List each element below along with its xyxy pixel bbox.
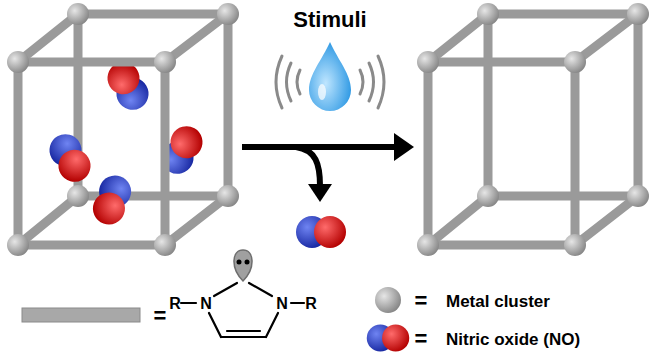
- sound-waves: [369, 63, 374, 101]
- lone-pair: [234, 250, 252, 281]
- loaded-framework: [18, 14, 78, 62]
- loaded-framework: [78, 10, 228, 19]
- nhc-structure: [291, 302, 304, 304]
- no-sample: [367, 324, 410, 351]
- equals-sign: =: [415, 328, 428, 350]
- reaction-arrow: [394, 133, 414, 161]
- empty-framework: [634, 14, 643, 196]
- legend-text: Nitric oxide (NO): [446, 331, 580, 348]
- loaded-framework: [18, 14, 228, 245]
- metal-clusters: [477, 185, 499, 207]
- metal-clusters: [67, 185, 89, 207]
- atom-label: N: [200, 296, 212, 312]
- metal-clusters: [7, 234, 29, 256]
- empty-framework: [484, 14, 493, 196]
- reaction-arrow: [308, 184, 332, 202]
- empty-framework: [428, 58, 575, 67]
- reaction-arrow: [242, 144, 396, 150]
- sound-waves: [276, 56, 384, 108]
- metal-clusters: [417, 3, 649, 256]
- empty-framework: [428, 14, 638, 245]
- metal-clusters: [564, 51, 586, 73]
- nhc-structure: [266, 313, 278, 337]
- empty-framework: [428, 241, 575, 250]
- metal-clusters: [627, 3, 649, 25]
- no-molecules: [44, 128, 97, 187]
- ligand-bar: [22, 308, 140, 322]
- metal-clusters: [154, 51, 176, 73]
- metal-clusters: [154, 234, 176, 256]
- nhc-structure: [221, 336, 266, 338]
- reaction-arrow: [242, 133, 414, 202]
- metal-clusters: [217, 185, 239, 207]
- loaded-framework: [224, 14, 233, 196]
- atom-label: R: [305, 296, 317, 312]
- released-no: [296, 216, 346, 248]
- equals-sign: =: [154, 305, 167, 327]
- equals-sign: =: [415, 290, 428, 312]
- sound-waves: [378, 56, 384, 108]
- loaded-framework-front: [161, 62, 170, 245]
- nhc-structure: [181, 283, 304, 337]
- lone-pair: [237, 260, 242, 265]
- nhc-structure: [209, 313, 221, 337]
- metal-clusters: [417, 234, 439, 256]
- sound-waves: [297, 70, 300, 94]
- empty-framework: [428, 196, 488, 245]
- empty-framework: [428, 14, 488, 62]
- metal-clusters: [7, 51, 29, 73]
- loaded-framework-front: [18, 62, 165, 245]
- stimulus-label: Stimuli: [293, 9, 366, 31]
- empty-framework: [571, 62, 580, 245]
- nhc-structure: [249, 283, 272, 296]
- ligand-bar: [22, 308, 140, 322]
- metal-cluster-sample: [375, 287, 401, 313]
- no-molecules: [44, 56, 209, 229]
- metal-clusters: [627, 185, 649, 207]
- nhc-structure: [181, 302, 196, 304]
- sound-waves: [276, 56, 282, 108]
- empty-framework: [575, 196, 638, 245]
- nhc-structure: [214, 283, 237, 296]
- atom-label: N: [276, 296, 288, 312]
- reaction-arrow: [296, 147, 320, 186]
- loaded-framework: [165, 14, 228, 62]
- loaded-framework-front: [18, 58, 165, 67]
- loaded-framework-front: [18, 241, 165, 250]
- metal-clusters: [477, 3, 499, 25]
- sound-waves: [360, 70, 363, 94]
- water-drop: [309, 42, 351, 111]
- loaded-framework: [18, 196, 78, 245]
- empty-framework: [575, 14, 638, 62]
- metal-clusters: [564, 234, 586, 256]
- empty-framework: [488, 10, 638, 19]
- sound-waves: [287, 63, 292, 101]
- nhc-structure: [227, 330, 260, 332]
- empty-framework: [488, 192, 638, 201]
- atom-label: R: [169, 296, 181, 312]
- loaded-framework-front: [14, 62, 23, 245]
- released-no: [296, 216, 346, 248]
- no-molecules: [88, 171, 135, 229]
- metal-clusters: [7, 3, 239, 256]
- lone-pair: [234, 250, 252, 281]
- legend-text: Metal cluster: [446, 293, 550, 310]
- water-drop: [309, 42, 351, 111]
- no-sample: [367, 324, 410, 351]
- water-drop: [318, 84, 326, 100]
- metal-clusters: [67, 3, 89, 25]
- lone-pair: [245, 260, 250, 265]
- metal-cluster-sample: [375, 287, 401, 313]
- empty-framework: [424, 62, 433, 245]
- loaded-framework: [165, 196, 228, 245]
- metal-clusters: [217, 3, 239, 25]
- metal-clusters: [417, 51, 439, 73]
